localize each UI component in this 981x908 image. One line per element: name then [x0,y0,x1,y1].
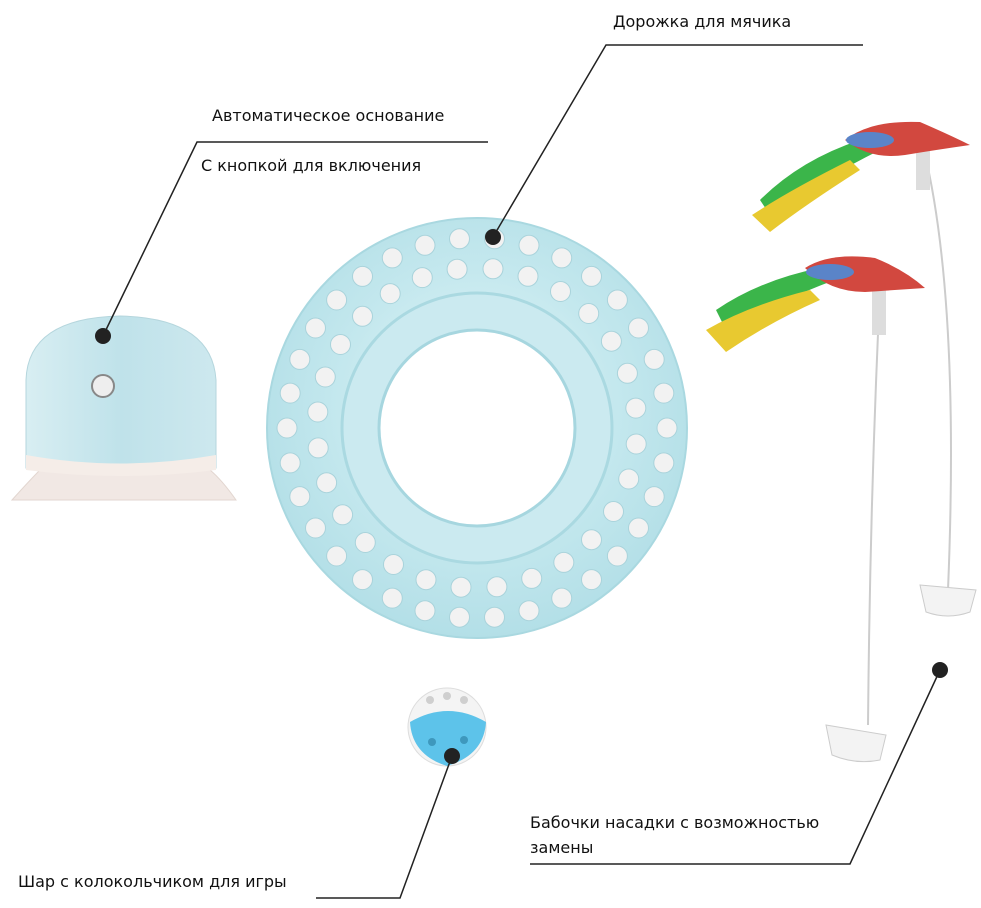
track-hole [326,289,348,311]
track-hole [628,317,649,339]
ball-track [266,217,688,639]
track-hole [653,382,675,404]
track-hole [628,517,649,539]
track-hole [581,265,602,287]
automatic-base [10,315,237,501]
track-hole [450,576,472,598]
track-hole [625,397,647,419]
label-base-line1: Автоматическое основание [212,106,445,125]
track-hole [414,234,436,256]
track-hole [606,289,628,311]
leader-ball [316,755,453,899]
track-hole [352,305,373,327]
track-hole [625,433,647,455]
track-hole [326,545,348,567]
track-hole [411,267,433,289]
track-hole [653,452,675,474]
power-button-icon[interactable] [91,374,115,398]
track-hole [289,486,311,508]
track-hole [381,247,403,269]
butterfly-stand [919,584,977,617]
track-hole [521,567,543,589]
track-hole [551,587,573,609]
leader-dot-icon [444,748,460,764]
track-hole [553,551,575,573]
track-hole [307,437,329,459]
label-ball: Шар с колокольчиком для игры [18,872,287,891]
track-hole [603,501,624,522]
track-hole [279,382,301,404]
butterfly-attachments [706,121,977,763]
label-track: Дорожка для мячика [613,12,792,31]
track-hole [581,569,602,591]
track-hole [354,532,376,553]
leader-dots [95,229,948,764]
label-butterflies-line2: замены [530,838,594,857]
track-hole [276,417,298,439]
leader-dot-icon [95,328,111,344]
leader-track [492,44,863,238]
track-hole [517,265,539,287]
track-hole [449,228,470,250]
track-hole [482,258,504,280]
track-hole [656,417,678,439]
leader-dot-icon [932,662,948,678]
track-hole [332,504,354,526]
track-hole [484,606,505,628]
track-hole [414,600,436,622]
track-hole [616,362,638,384]
track-hole [415,569,437,591]
track-hole [352,569,373,591]
leader-lines [102,44,941,899]
track-hole [279,452,301,474]
butterfly-stand [825,724,887,763]
track-hole [581,529,602,551]
track-hole [383,554,404,575]
label-butterflies-line1: Бабочки насадки с возможностью [530,813,820,832]
track-hole [381,587,403,609]
track-hole [330,334,351,355]
leader-butterflies [530,669,941,865]
label-base-line2: С кнопкой для включения [201,156,422,175]
leader-base [102,141,488,337]
track-hole [307,401,329,423]
track-hole [518,234,540,256]
track-hole [305,317,326,339]
track-hole [606,545,628,567]
track-hole [314,366,336,388]
track-hole [289,348,311,370]
track-hole [446,258,468,280]
track-hole [379,283,401,305]
track-hole [518,600,540,622]
track-hole [550,281,571,302]
track-hole [578,303,600,324]
track-hole [600,330,622,352]
track-hole [643,486,665,508]
track-hole [316,472,338,494]
track-hole [618,468,640,490]
track-hole [352,265,373,287]
track-holes [276,228,678,628]
track-hole [643,348,665,370]
track-hole [486,576,508,598]
track-hole [449,606,470,628]
track-hole [305,517,326,539]
bell-ball [407,687,487,767]
track-hole [551,247,573,269]
leader-dot-icon [485,229,501,245]
